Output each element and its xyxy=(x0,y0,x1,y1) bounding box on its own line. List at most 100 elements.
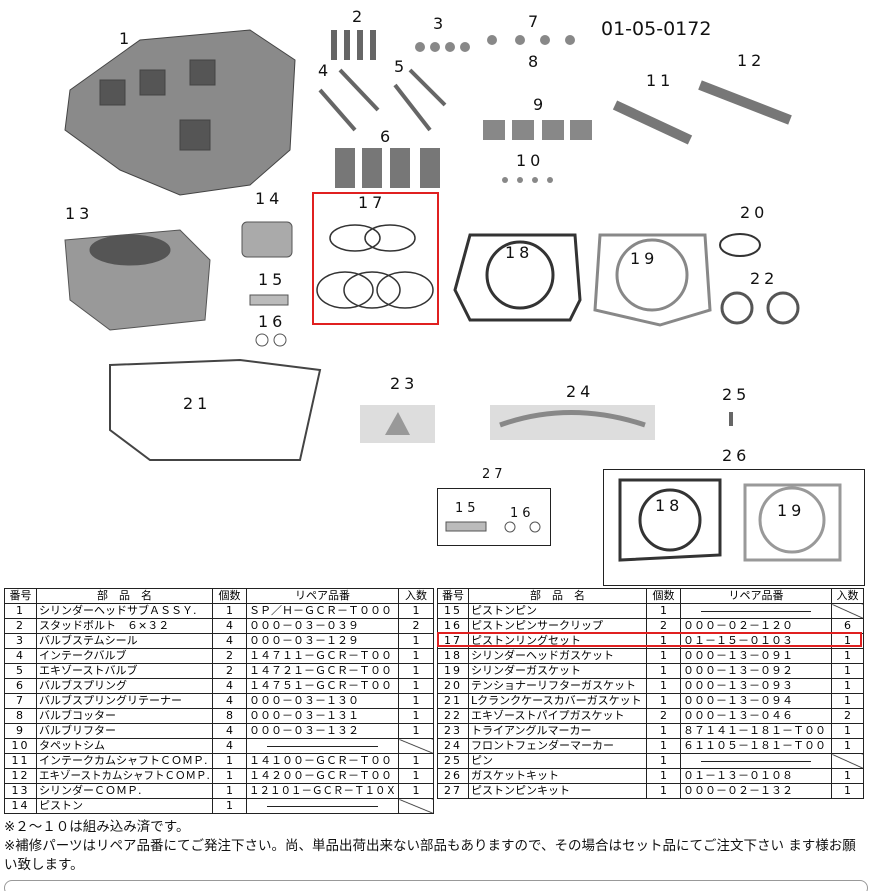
cell-no-text: 1 xyxy=(16,604,25,618)
cell-no-text: 5 xyxy=(16,664,25,678)
cell-set: 2 xyxy=(831,708,864,724)
callout-13: 13 xyxy=(65,204,94,223)
cell-qty-text: 1 xyxy=(226,799,233,813)
callout-6: 6 xyxy=(380,127,395,146)
cell-set-text: 1 xyxy=(412,634,420,648)
cell-no-text: 14 xyxy=(11,799,30,813)
cell-no-text: 18 xyxy=(444,649,462,663)
cell-no: 3 xyxy=(4,633,37,649)
cell-set-text: 1 xyxy=(412,664,420,678)
cell-set-text: 6 xyxy=(844,619,851,633)
cell-no: 1 xyxy=(4,603,37,619)
cell-no-text: 24 xyxy=(444,739,462,753)
cell-repair-text: ０００－０３－１３２ xyxy=(249,724,359,738)
header-set: 入数 xyxy=(831,588,864,604)
cell-set-text: 1 xyxy=(412,754,420,768)
cell-repair: ０００－１３－０４６ xyxy=(680,708,832,724)
header-name: 部 品 名 xyxy=(468,588,647,604)
cell-set-text: 1 xyxy=(844,649,851,663)
cell-no: 8 xyxy=(4,708,37,724)
cell-name: ガスケットキット xyxy=(468,768,647,784)
kit-box-27 xyxy=(437,488,551,546)
cell-repair-text: ０００－０３－１３１ xyxy=(249,709,359,723)
cell-qty-text: 1 xyxy=(660,694,667,708)
cell-no: 25 xyxy=(437,753,469,769)
callout-5: 5 xyxy=(394,57,409,76)
cell-name-text: バルブスプリング xyxy=(39,679,127,693)
kit-box-26 xyxy=(603,469,865,586)
cell-set-text: 1 xyxy=(412,649,420,663)
cell-set-text: 2 xyxy=(412,619,420,633)
cell-qty: 1 xyxy=(646,753,681,769)
cell-set: 1 xyxy=(398,753,434,769)
cell-no: 14 xyxy=(4,798,37,814)
notes: ※２～１０は組み込み済です。 ※補修パーツはリペア品番にてご発注下さい。尚、単品… xyxy=(4,818,868,875)
cell-qty: 1 xyxy=(212,798,247,814)
piston-rings-image xyxy=(316,224,434,309)
valve-springs-image xyxy=(335,148,440,188)
cell-repair-text: ０００－０３－１３０ xyxy=(249,694,359,708)
cell-name: テンショナーリフターガスケット xyxy=(468,678,647,694)
cell-repair: ８７１４１－１８１－Ｔ００ xyxy=(680,723,832,739)
callout-1: 1 xyxy=(119,29,134,48)
cell-set: 1 xyxy=(831,678,864,694)
cell-qty-text: 1 xyxy=(226,769,233,783)
cell-qty-text: 1 xyxy=(660,724,667,738)
cell-no: 26 xyxy=(437,768,469,784)
header-repair-text: リペア品番 xyxy=(728,589,784,603)
cell-no-text: 17 xyxy=(444,634,462,648)
callout-4: 4 xyxy=(318,61,333,80)
cell-set-text: 1 xyxy=(412,709,420,723)
cell-name-text: Lクランクケースカバーガスケット xyxy=(471,694,642,708)
cell-qty: 1 xyxy=(212,603,247,619)
cell-name: バルブリフター xyxy=(36,723,213,739)
kit27-image xyxy=(445,521,541,533)
cell-repair: １４７２１－ＧＣＲ－Ｔ００ xyxy=(246,663,399,679)
cell-no-text: 23 xyxy=(444,724,462,738)
cylinder-gasket-image xyxy=(593,233,712,327)
cell-name-text: ピストンピン xyxy=(471,604,537,618)
cell-name: インテークカムシャフトＣＯＭＰ. xyxy=(36,753,213,769)
piston-pin-image xyxy=(249,294,289,347)
crankcase-gasket-image xyxy=(109,358,322,461)
cell-name: シリンダーヘッドサブＡＳＳＹ. xyxy=(36,603,213,619)
cell-qty-text: 2 xyxy=(226,649,233,663)
cell-qty-text: 4 xyxy=(226,619,233,633)
cell-repair: ０００－１３－０９４ xyxy=(680,693,832,709)
cell-name: エキゾーストカムシャフトＣＯＭＰ. xyxy=(36,768,213,784)
callout-27: 27 xyxy=(482,467,507,482)
cell-name-text: タペットシム xyxy=(39,739,105,753)
cell-qty-text: 1 xyxy=(660,664,667,678)
parts-illustration xyxy=(64,29,842,562)
cell-qty: 2 xyxy=(646,708,681,724)
cell-set xyxy=(831,753,864,769)
cell-no-text: 12 xyxy=(11,769,30,783)
cell-qty-text: 4 xyxy=(226,724,233,738)
cell-no-text: 15 xyxy=(444,604,462,618)
cell-qty-text: 1 xyxy=(660,784,667,798)
cell-qty-text: 2 xyxy=(660,709,667,723)
callout-9: 9 xyxy=(533,95,548,114)
cell-no-text: 19 xyxy=(444,664,462,678)
cell-set-text: 1 xyxy=(412,724,420,738)
cell-qty-text: 4 xyxy=(226,739,233,753)
cell-repair-text: １２１０１－ＧＣＲ－Ｔ１０Ｘ xyxy=(249,784,397,798)
header-no: 番号 xyxy=(437,588,469,604)
cell-no: 20 xyxy=(437,678,469,694)
cell-no: 23 xyxy=(437,723,469,739)
callout-14: 14 xyxy=(255,189,284,208)
cell-repair: １４２００－ＧＣＲ－Ｔ００ xyxy=(246,768,399,784)
cell-name: フロントフェンダーマーカー xyxy=(468,738,647,754)
cell-set: 1 xyxy=(831,648,864,664)
header-no-text: 番号 xyxy=(9,589,32,603)
cell-qty: 8 xyxy=(212,708,247,724)
cell-name-text: エキゾーストパイプガスケット xyxy=(471,709,625,723)
